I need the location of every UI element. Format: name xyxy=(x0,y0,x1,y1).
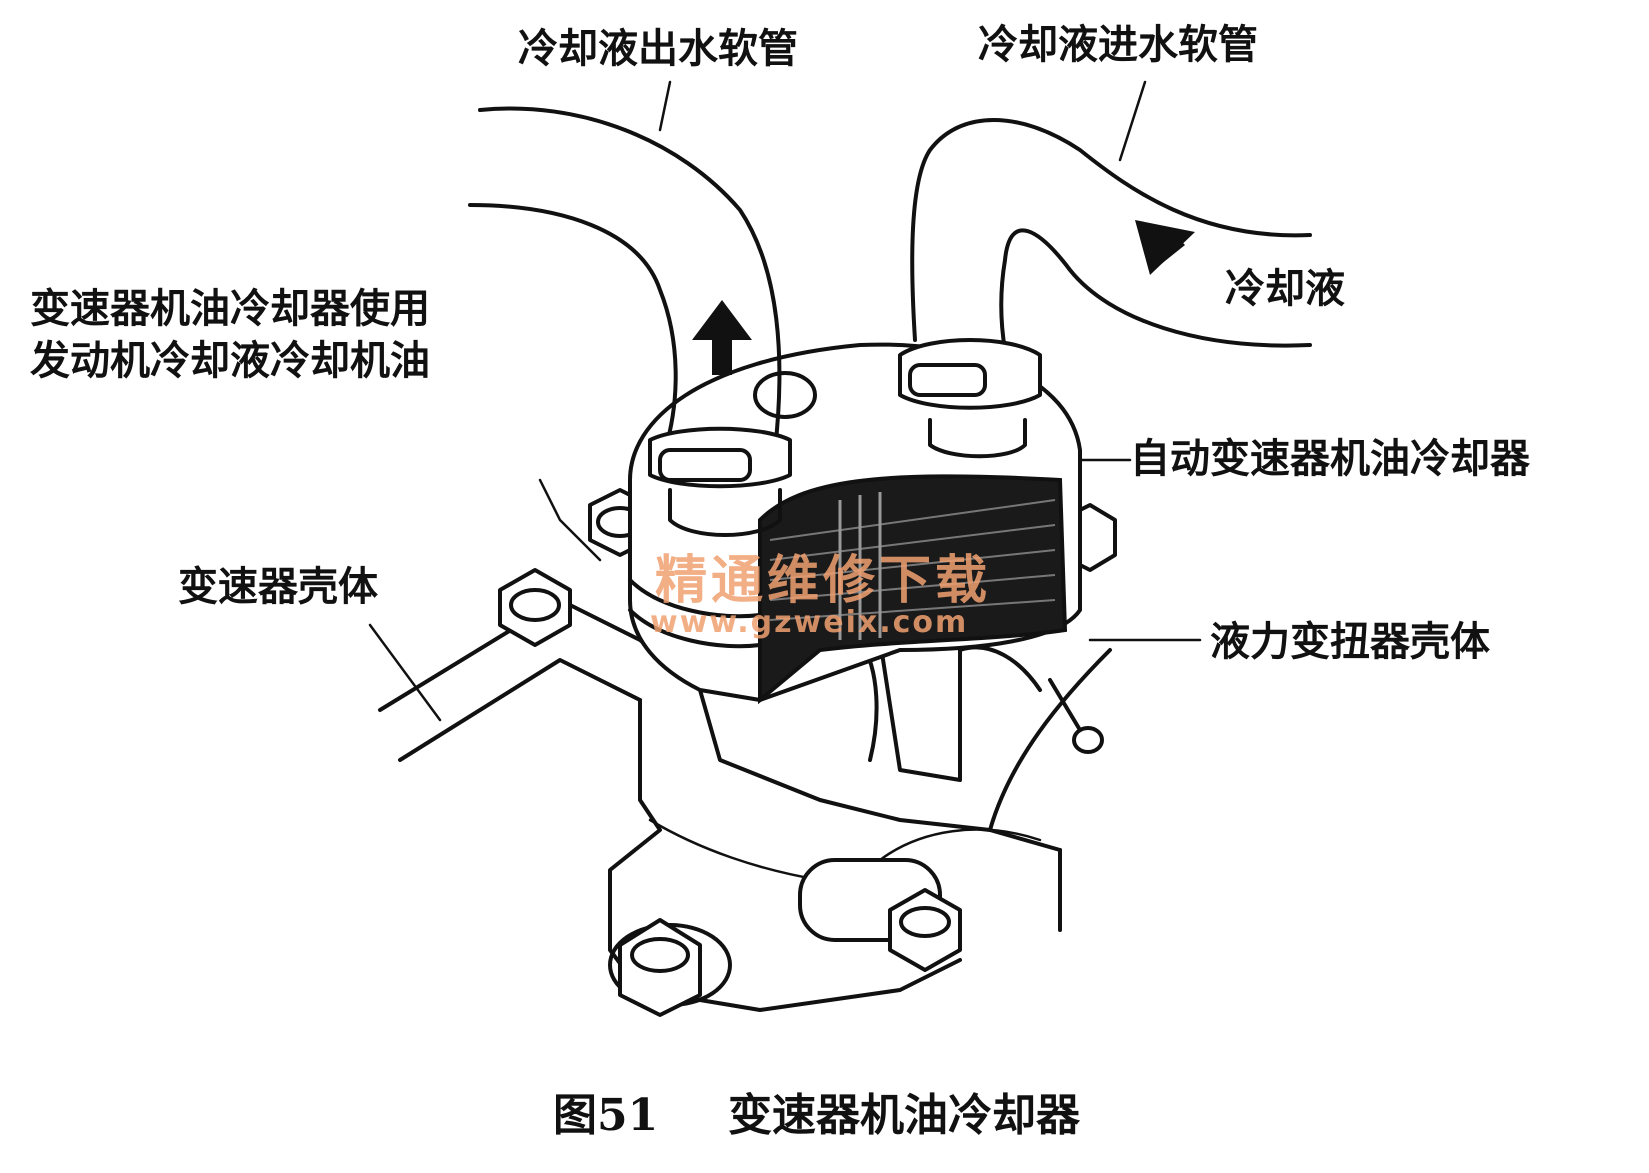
outlet-hose-drawing xyxy=(468,106,792,537)
atf-cooler-label: 自动变速器机油冷却器 xyxy=(1130,436,1531,482)
converter-housing-label: 液力变扭器壳体 xyxy=(1210,619,1490,665)
watermark: 精通维修下载 www.gzweix.com xyxy=(650,550,991,640)
bolt-left xyxy=(498,568,572,647)
note-line-2: 发动机冷却液冷却机油 xyxy=(30,338,430,384)
watermark-text: 精通维修下载 xyxy=(655,550,991,611)
inlet-hose-label: 冷却液进水软管 xyxy=(978,22,1258,68)
figure-number: 图51 xyxy=(553,1090,658,1141)
coolant-label: 冷却液 xyxy=(1225,266,1345,312)
bolt-lower-right xyxy=(798,858,962,972)
outlet-hose-label: 冷却液出水软管 xyxy=(518,26,798,72)
figure-title: 变速器机油冷却器 xyxy=(728,1090,1081,1141)
outlet-flow-up-arrow xyxy=(692,300,752,375)
bolt-lower-left xyxy=(608,918,732,1017)
inlet-flow-arrow-head xyxy=(1135,220,1195,275)
mounting-bolts xyxy=(498,488,1117,1017)
watermark-url: www.gzweix.com xyxy=(650,605,968,640)
transmission-case-label: 变速器壳体 xyxy=(178,564,378,610)
note-line-1: 变速器机油冷却器使用 xyxy=(30,286,430,332)
inlet-hose-clamp xyxy=(898,338,1042,410)
outlet-hose-clamp xyxy=(648,426,792,489)
inlet-hose-drawing xyxy=(898,118,1312,459)
leader-lines xyxy=(368,80,1202,722)
cooler-fins-cutaway xyxy=(758,474,1068,705)
